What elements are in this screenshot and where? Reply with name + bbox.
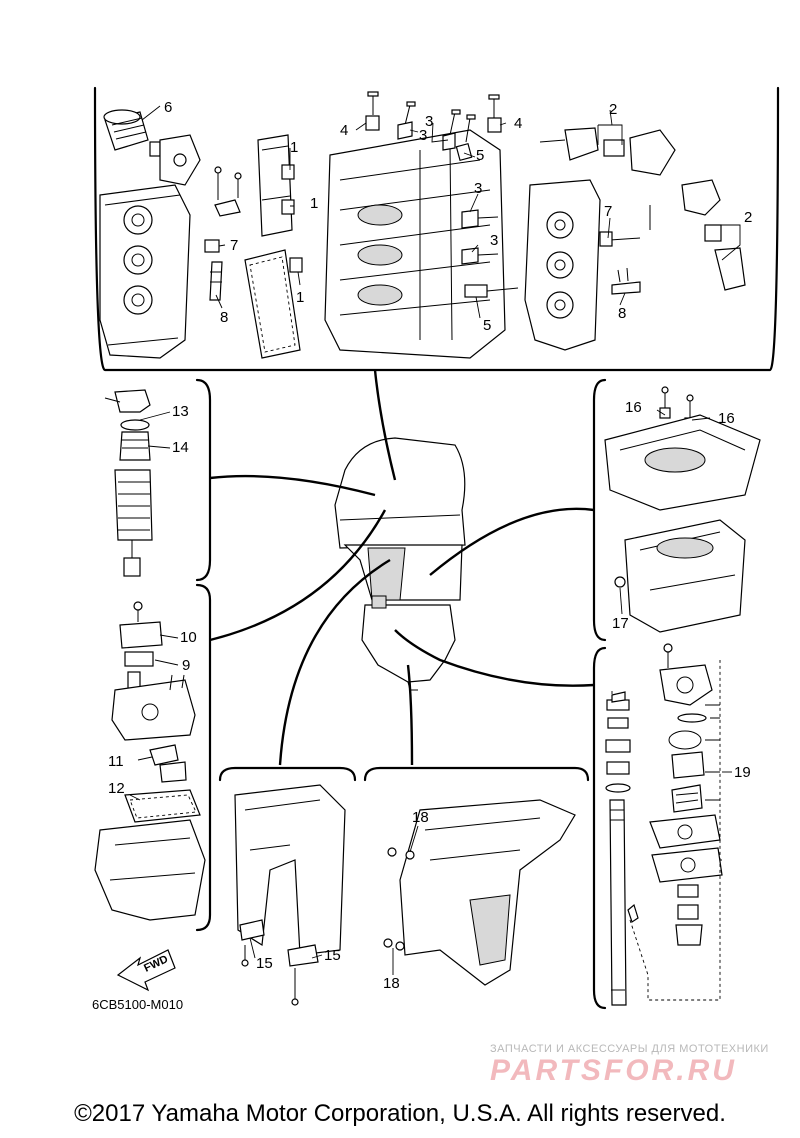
label-1-a: 1: [290, 139, 298, 156]
label-13: 13: [172, 403, 189, 420]
label-17: 17: [612, 615, 629, 632]
bottom-left-bracket: [218, 766, 357, 782]
label-16-b: 16: [718, 410, 735, 427]
label-8-b: 8: [618, 305, 626, 322]
label-4-b: 4: [514, 115, 522, 132]
label-14: 14: [172, 439, 189, 456]
water-pump-assembly: [605, 643, 723, 1006]
label-7-b: 7: [604, 203, 612, 220]
fuel-filter-assembly: [104, 389, 153, 577]
label-7-a: 7: [230, 237, 238, 254]
oil-pan-assembly: [604, 386, 761, 633]
fwd-arrow: FWD: [116, 949, 176, 992]
label-8-a: 8: [220, 309, 228, 326]
outboard-motor-illustration: [334, 437, 466, 691]
watermark-brand: PARTSFOR.RU: [490, 1054, 737, 1087]
label-5-a: 5: [476, 147, 484, 164]
left-upper-bracket: [195, 378, 212, 582]
label-3-a: 3: [419, 127, 427, 144]
bottom-right-bracket: [363, 766, 590, 782]
watermark-tagline: ЗАПЧАСТИ И АКСЕССУАРЫ ДЛЯ МОТОТЕХНИКИ: [490, 1043, 769, 1055]
label-9: 9: [182, 657, 190, 674]
label-15-b: 15: [324, 947, 341, 964]
leader-lines: [129, 105, 741, 975]
cylinder-block: [324, 129, 506, 359]
oil-filter-assembly: [103, 109, 201, 186]
label-15-a: 15: [256, 955, 273, 972]
label-1-b: 1: [310, 195, 318, 212]
cover-and-gasket: [244, 134, 303, 359]
label-6: 6: [164, 99, 172, 116]
label-16-a: 16: [625, 399, 642, 416]
label-4-a: 4: [340, 122, 348, 139]
label-3-b: 3: [425, 113, 433, 130]
top-small-parts: [204, 166, 242, 301]
connector-lines: [209, 369, 595, 766]
label-2-a: 2: [609, 101, 617, 118]
label-3-d: 3: [490, 232, 498, 249]
gearcase-assembly: [383, 799, 576, 986]
vapor-separator-assembly: [94, 601, 206, 921]
label-18-a: 18: [412, 809, 429, 826]
label-18-b: 18: [383, 975, 400, 992]
label-10: 10: [180, 629, 197, 646]
copyright-notice: ©2017 Yamaha Motor Corporation, U.S.A. A…: [74, 1100, 726, 1127]
thermostat-housing: [539, 127, 746, 295]
left-lower-bracket: [195, 583, 212, 932]
section-brackets: [93, 86, 780, 1010]
right-cylinder-head: [524, 179, 601, 351]
label-1-c: 1: [296, 289, 304, 306]
top-section-bracket: [93, 86, 780, 372]
clamp-bracket-assembly: [234, 784, 346, 1006]
label-3-c: 3: [474, 180, 482, 197]
label-19: 19: [734, 764, 751, 781]
right-lower-bracket: [592, 646, 607, 1010]
diagram-code: 6CB5100-M010: [92, 997, 183, 1012]
label-5-b: 5: [483, 317, 491, 334]
engine-cowling: [334, 437, 466, 549]
lower-unit: [361, 604, 456, 683]
left-cylinder-head: [99, 184, 191, 359]
label-11: 11: [108, 753, 124, 770]
right-upper-bracket: [592, 378, 607, 642]
label-12: 12: [108, 780, 125, 797]
block-fasteners: [365, 91, 519, 298]
label-2-b: 2: [744, 209, 752, 226]
part-labels: 6 1 1 1 4 3 3 5 4 3 3 5 2 2 7 8 7 8 13 1…: [92, 99, 752, 1012]
